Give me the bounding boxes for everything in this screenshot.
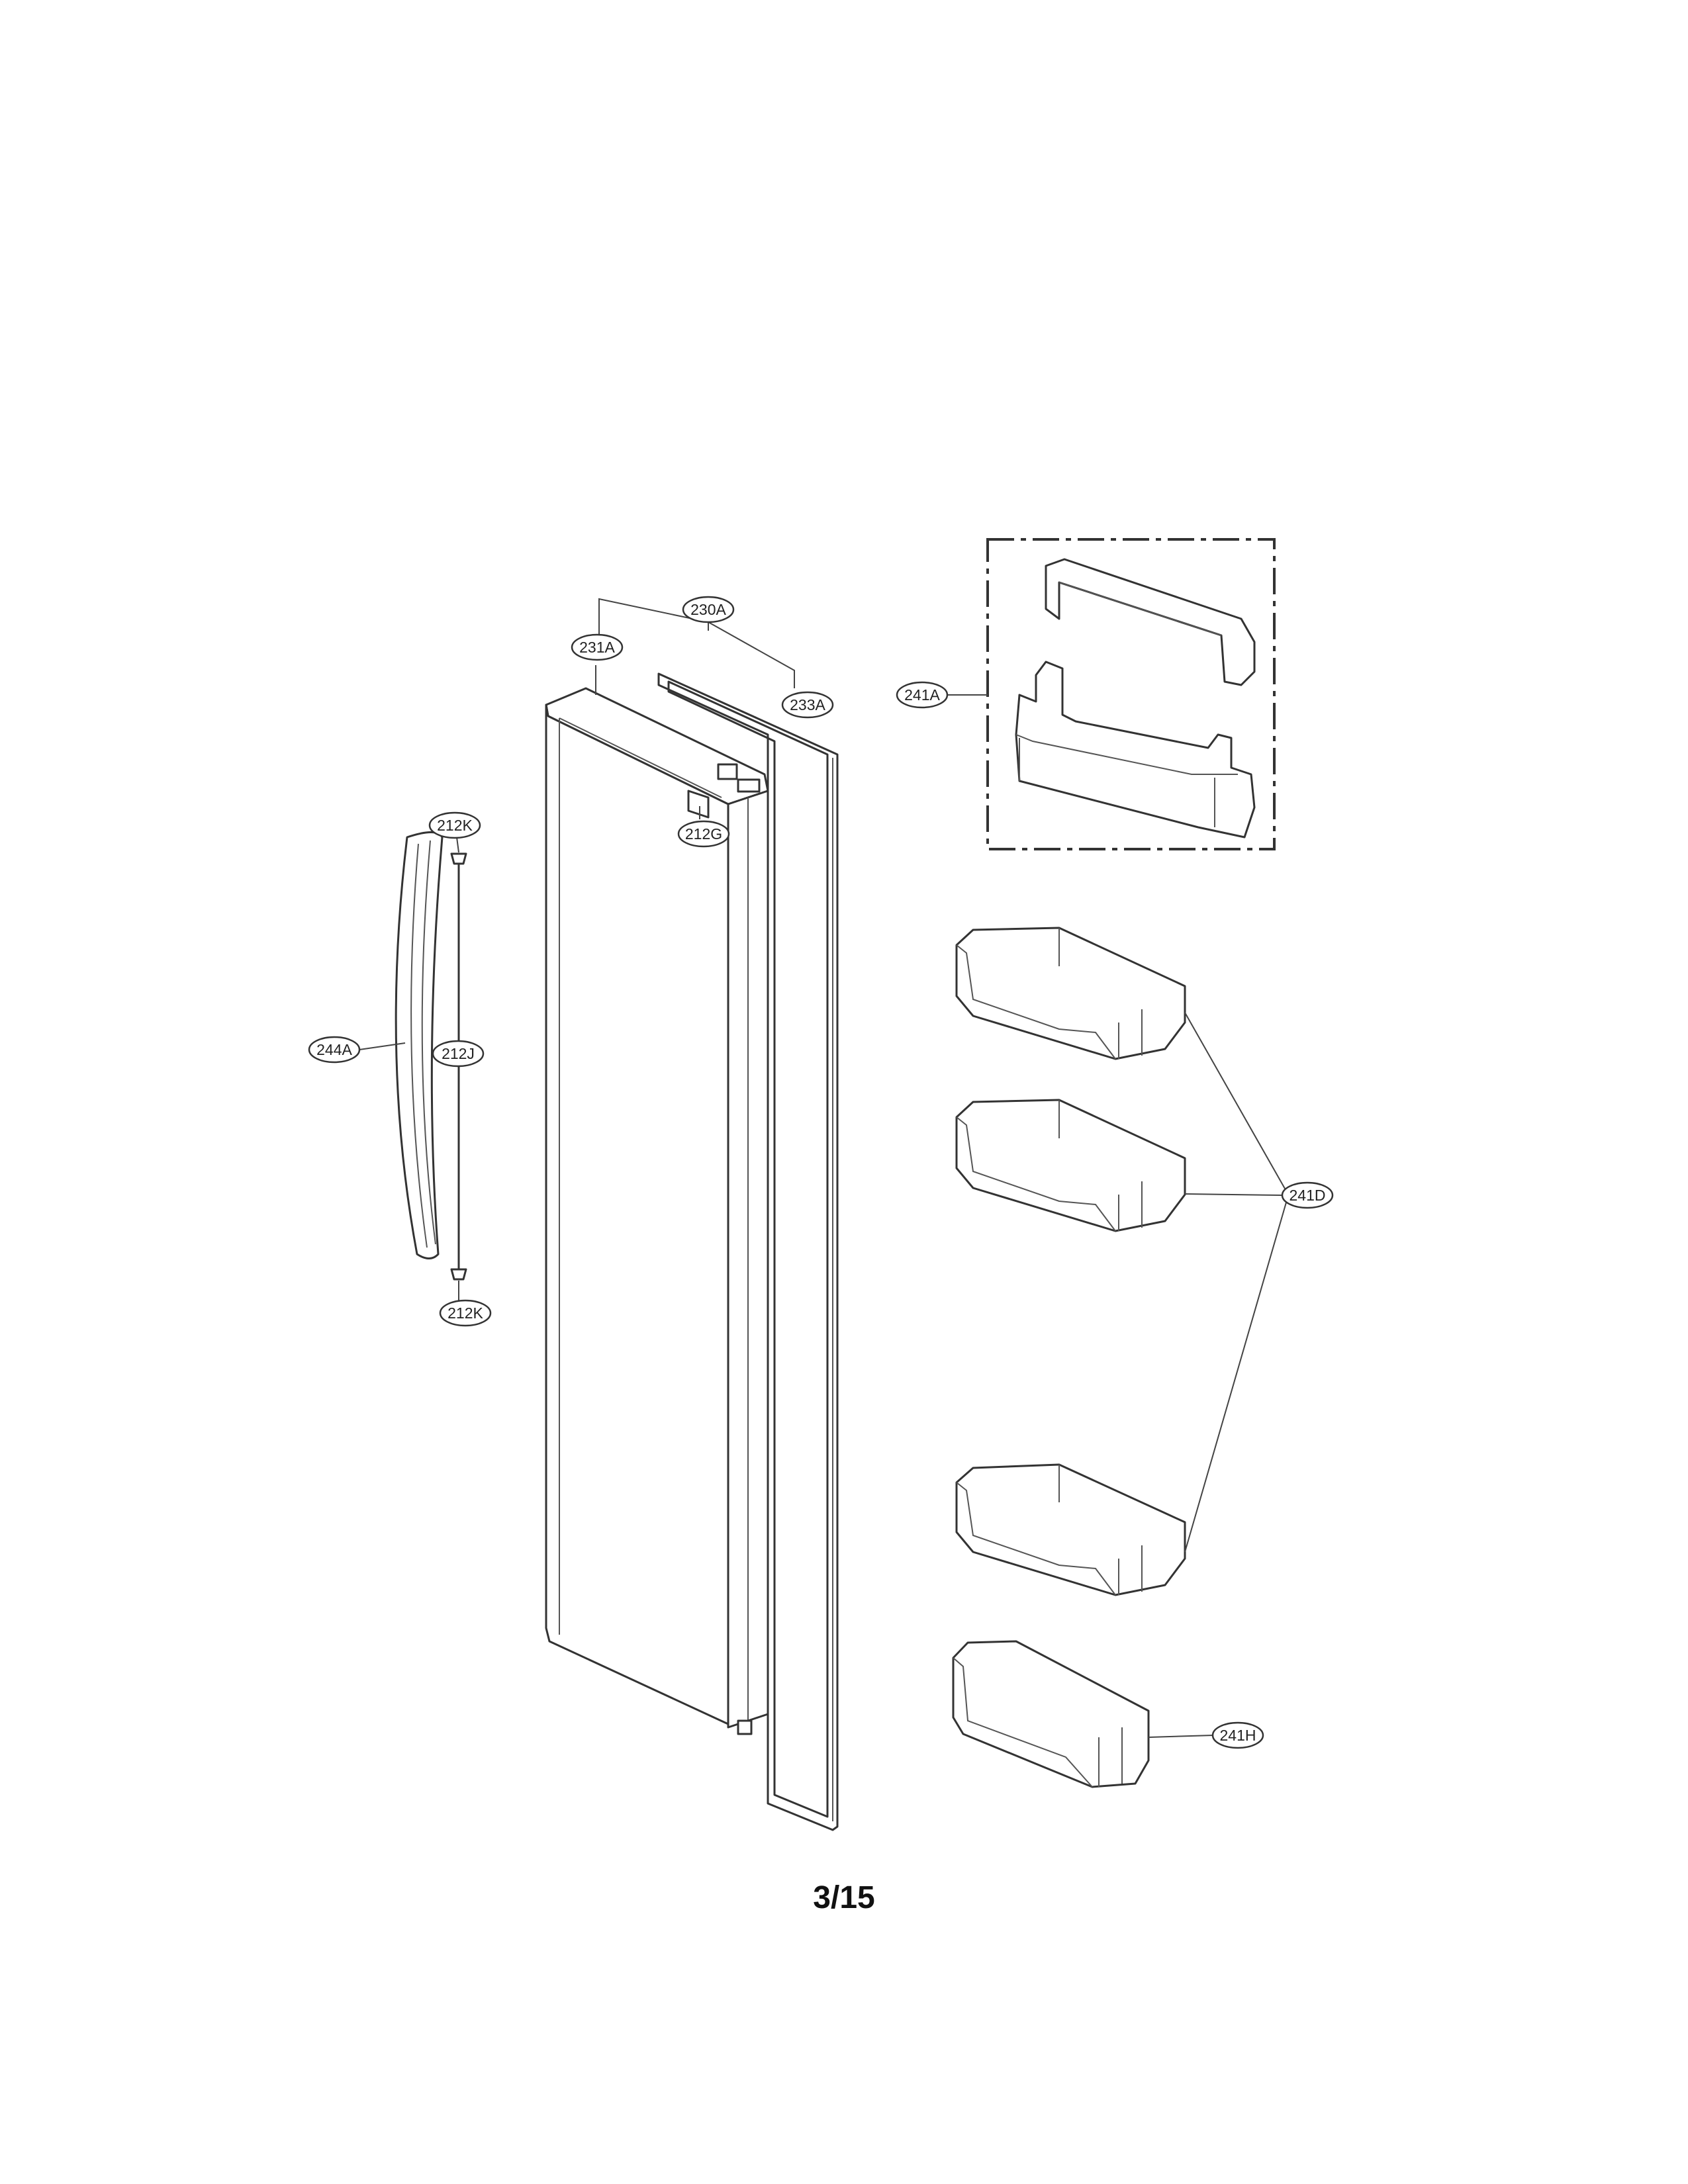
page-number: 3/15 <box>813 1880 875 1915</box>
callout-244A: 244A <box>308 1036 361 1064</box>
callout-212K-bottom: 212K <box>439 1299 492 1327</box>
callout-231A: 231A <box>571 633 624 661</box>
svg-text:241A: 241A <box>904 686 940 704</box>
callout-212G: 212G <box>677 820 730 848</box>
svg-text:231A: 231A <box>579 639 615 656</box>
bin-cover <box>1045 558 1256 686</box>
svg-text:212J: 212J <box>442 1045 475 1062</box>
screw-212K-bottom <box>450 1268 467 1281</box>
callout-241A: 241A <box>896 681 949 709</box>
svg-text:212G: 212G <box>685 825 722 842</box>
door-assembly-231A <box>545 687 769 1735</box>
label-plate-212G <box>687 790 710 819</box>
door-bin-241H <box>952 1640 1150 1788</box>
screw-212K-top <box>450 852 467 865</box>
door-handle-244A <box>395 831 444 1259</box>
callout-241D: 241D <box>1281 1181 1334 1209</box>
svg-text:212K: 212K <box>447 1304 483 1322</box>
callout-230A: 230A <box>682 596 735 623</box>
svg-text:241H: 241H <box>1220 1727 1256 1744</box>
callout-233A: 233A <box>781 691 834 719</box>
bin-with-supports <box>1015 660 1256 839</box>
svg-text:244A: 244A <box>316 1041 352 1058</box>
callout-212J: 212J <box>432 1040 485 1068</box>
hinge-bottom <box>737 1719 753 1735</box>
hinge-top <box>717 763 738 780</box>
door-bin-241D-3 <box>955 1463 1186 1596</box>
door-gasket-233A <box>657 672 839 1831</box>
svg-text:212K: 212K <box>437 817 473 834</box>
svg-text:233A: 233A <box>790 696 825 713</box>
svg-text:241D: 241D <box>1289 1187 1326 1204</box>
door-bin-241D-1 <box>955 927 1186 1060</box>
callout-212K-top: 212K <box>428 811 481 839</box>
door-bin-241D-2 <box>955 1099 1186 1232</box>
svg-text:230A: 230A <box>690 601 726 618</box>
callout-241H: 241H <box>1211 1721 1264 1749</box>
